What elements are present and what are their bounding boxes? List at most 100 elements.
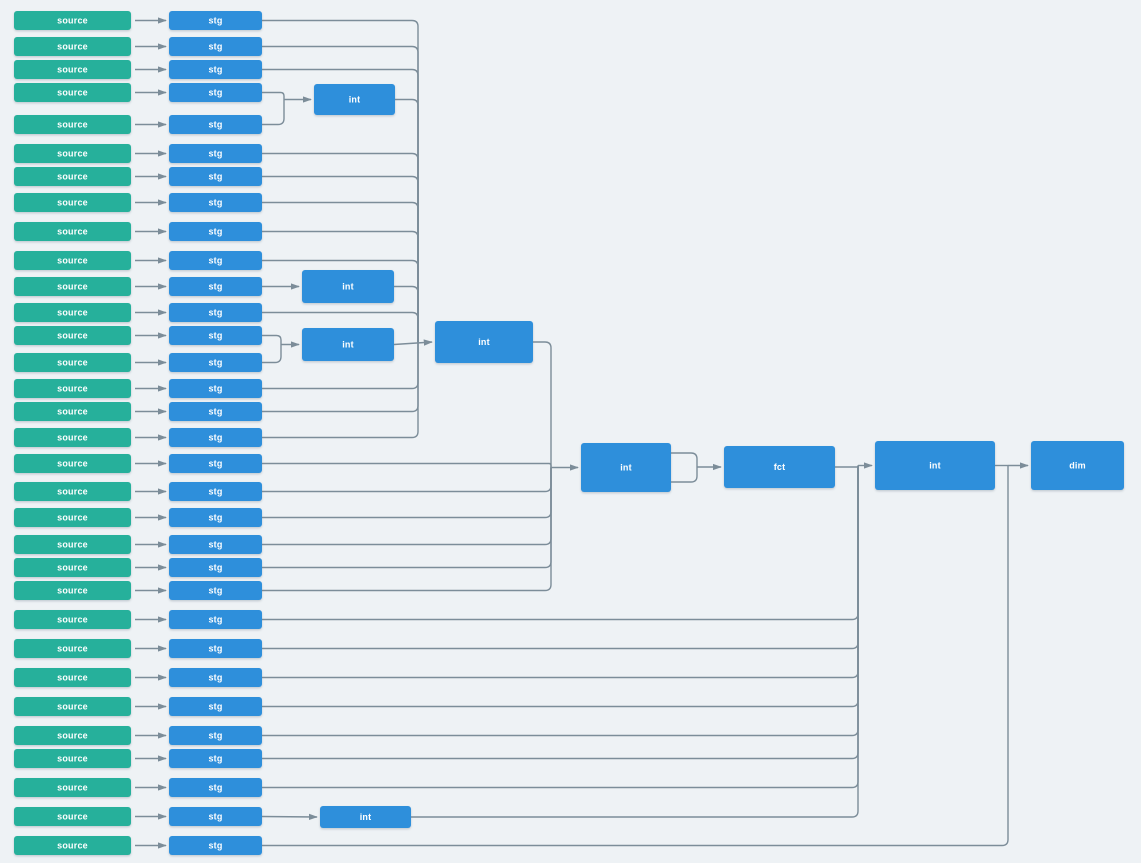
node-box[interactable]: [435, 321, 533, 363]
node-box[interactable]: [14, 749, 131, 768]
node-box[interactable]: [169, 639, 262, 658]
node-box[interactable]: [169, 37, 262, 56]
node-box[interactable]: [14, 402, 131, 421]
node-box[interactable]: [302, 328, 394, 361]
node-source-source-21[interactable]: source: [14, 535, 131, 554]
node-box[interactable]: [169, 778, 262, 797]
node-int-int-f[interactable]: int: [875, 441, 995, 490]
node-box[interactable]: [169, 11, 262, 30]
node-stg-stg-16[interactable]: stg: [169, 402, 262, 421]
node-box[interactable]: [169, 193, 262, 212]
node-stg-stg-30[interactable]: stg: [169, 778, 262, 797]
node-source-source-24[interactable]: source: [14, 610, 131, 629]
node-box[interactable]: [14, 697, 131, 716]
node-stg-stg-8[interactable]: stg: [169, 193, 262, 212]
node-stg-stg-15[interactable]: stg: [169, 379, 262, 398]
node-box[interactable]: [169, 482, 262, 501]
node-box[interactable]: [14, 836, 131, 855]
node-box[interactable]: [14, 115, 131, 134]
node-source-source-19[interactable]: source: [14, 482, 131, 501]
node-source-source-7[interactable]: source: [14, 167, 131, 186]
node-source-source-10[interactable]: source: [14, 251, 131, 270]
node-stg-stg-25[interactable]: stg: [169, 639, 262, 658]
node-box[interactable]: [169, 277, 262, 296]
node-source-source-1[interactable]: source: [14, 11, 131, 30]
node-box[interactable]: [169, 836, 262, 855]
node-box[interactable]: [169, 379, 262, 398]
node-box[interactable]: [169, 428, 262, 447]
node-source-source-11[interactable]: source: [14, 277, 131, 296]
node-box[interactable]: [14, 60, 131, 79]
node-box[interactable]: [14, 222, 131, 241]
node-box[interactable]: [14, 277, 131, 296]
node-box[interactable]: [169, 807, 262, 826]
node-stg-stg-13[interactable]: stg: [169, 326, 262, 345]
node-box[interactable]: [169, 83, 262, 102]
node-box[interactable]: [14, 610, 131, 629]
node-source-source-6[interactable]: source: [14, 144, 131, 163]
node-box[interactable]: [169, 326, 262, 345]
node-box[interactable]: [169, 303, 262, 322]
node-source-source-30[interactable]: source: [14, 778, 131, 797]
node-box[interactable]: [169, 749, 262, 768]
node-box[interactable]: [875, 441, 995, 490]
node-int-int-c[interactable]: int: [302, 328, 394, 361]
node-stg-stg-5[interactable]: stg: [169, 115, 262, 134]
node-box[interactable]: [14, 83, 131, 102]
node-stg-stg-2[interactable]: stg: [169, 37, 262, 56]
node-box[interactable]: [1031, 441, 1124, 490]
node-stg-stg-28[interactable]: stg: [169, 726, 262, 745]
node-int-int-b[interactable]: int: [302, 270, 394, 303]
node-box[interactable]: [14, 778, 131, 797]
node-box[interactable]: [169, 60, 262, 79]
node-stg-stg-4[interactable]: stg: [169, 83, 262, 102]
node-source-source-25[interactable]: source: [14, 639, 131, 658]
node-source-source-28[interactable]: source: [14, 726, 131, 745]
node-box[interactable]: [14, 11, 131, 30]
node-stg-stg-27[interactable]: stg: [169, 697, 262, 716]
node-box[interactable]: [14, 193, 131, 212]
node-source-source-32[interactable]: source: [14, 836, 131, 855]
node-source-source-29[interactable]: source: [14, 749, 131, 768]
node-source-source-22[interactable]: source: [14, 558, 131, 577]
node-source-source-5[interactable]: source: [14, 115, 131, 134]
node-stg-stg-22[interactable]: stg: [169, 558, 262, 577]
node-box[interactable]: [14, 581, 131, 600]
node-box[interactable]: [724, 446, 835, 488]
node-box[interactable]: [169, 222, 262, 241]
node-stg-stg-12[interactable]: stg: [169, 303, 262, 322]
node-box[interactable]: [14, 428, 131, 447]
node-stg-stg-7[interactable]: stg: [169, 167, 262, 186]
node-box[interactable]: [14, 167, 131, 186]
node-box[interactable]: [14, 326, 131, 345]
node-stg-stg-17[interactable]: stg: [169, 428, 262, 447]
node-box[interactable]: [14, 353, 131, 372]
node-box[interactable]: [302, 270, 394, 303]
node-stg-stg-18[interactable]: stg: [169, 454, 262, 473]
node-box[interactable]: [169, 558, 262, 577]
node-source-source-15[interactable]: source: [14, 379, 131, 398]
node-box[interactable]: [169, 697, 262, 716]
node-box[interactable]: [14, 807, 131, 826]
node-source-source-20[interactable]: source: [14, 508, 131, 527]
node-int-int-e[interactable]: int: [581, 443, 671, 492]
node-source-source-16[interactable]: source: [14, 402, 131, 421]
node-source-source-9[interactable]: source: [14, 222, 131, 241]
node-stg-stg-23[interactable]: stg: [169, 581, 262, 600]
node-dim-dim-1[interactable]: dim: [1031, 441, 1124, 490]
node-source-source-3[interactable]: source: [14, 60, 131, 79]
node-box[interactable]: [14, 726, 131, 745]
node-box[interactable]: [169, 581, 262, 600]
node-stg-stg-1[interactable]: stg: [169, 11, 262, 30]
node-stg-stg-24[interactable]: stg: [169, 610, 262, 629]
node-box[interactable]: [169, 402, 262, 421]
node-stg-stg-26[interactable]: stg: [169, 668, 262, 687]
node-box[interactable]: [14, 454, 131, 473]
node-box[interactable]: [14, 303, 131, 322]
node-box[interactable]: [14, 558, 131, 577]
node-source-source-26[interactable]: source: [14, 668, 131, 687]
node-box[interactable]: [169, 454, 262, 473]
node-box[interactable]: [14, 535, 131, 554]
node-source-source-27[interactable]: source: [14, 697, 131, 716]
node-box[interactable]: [314, 84, 395, 115]
